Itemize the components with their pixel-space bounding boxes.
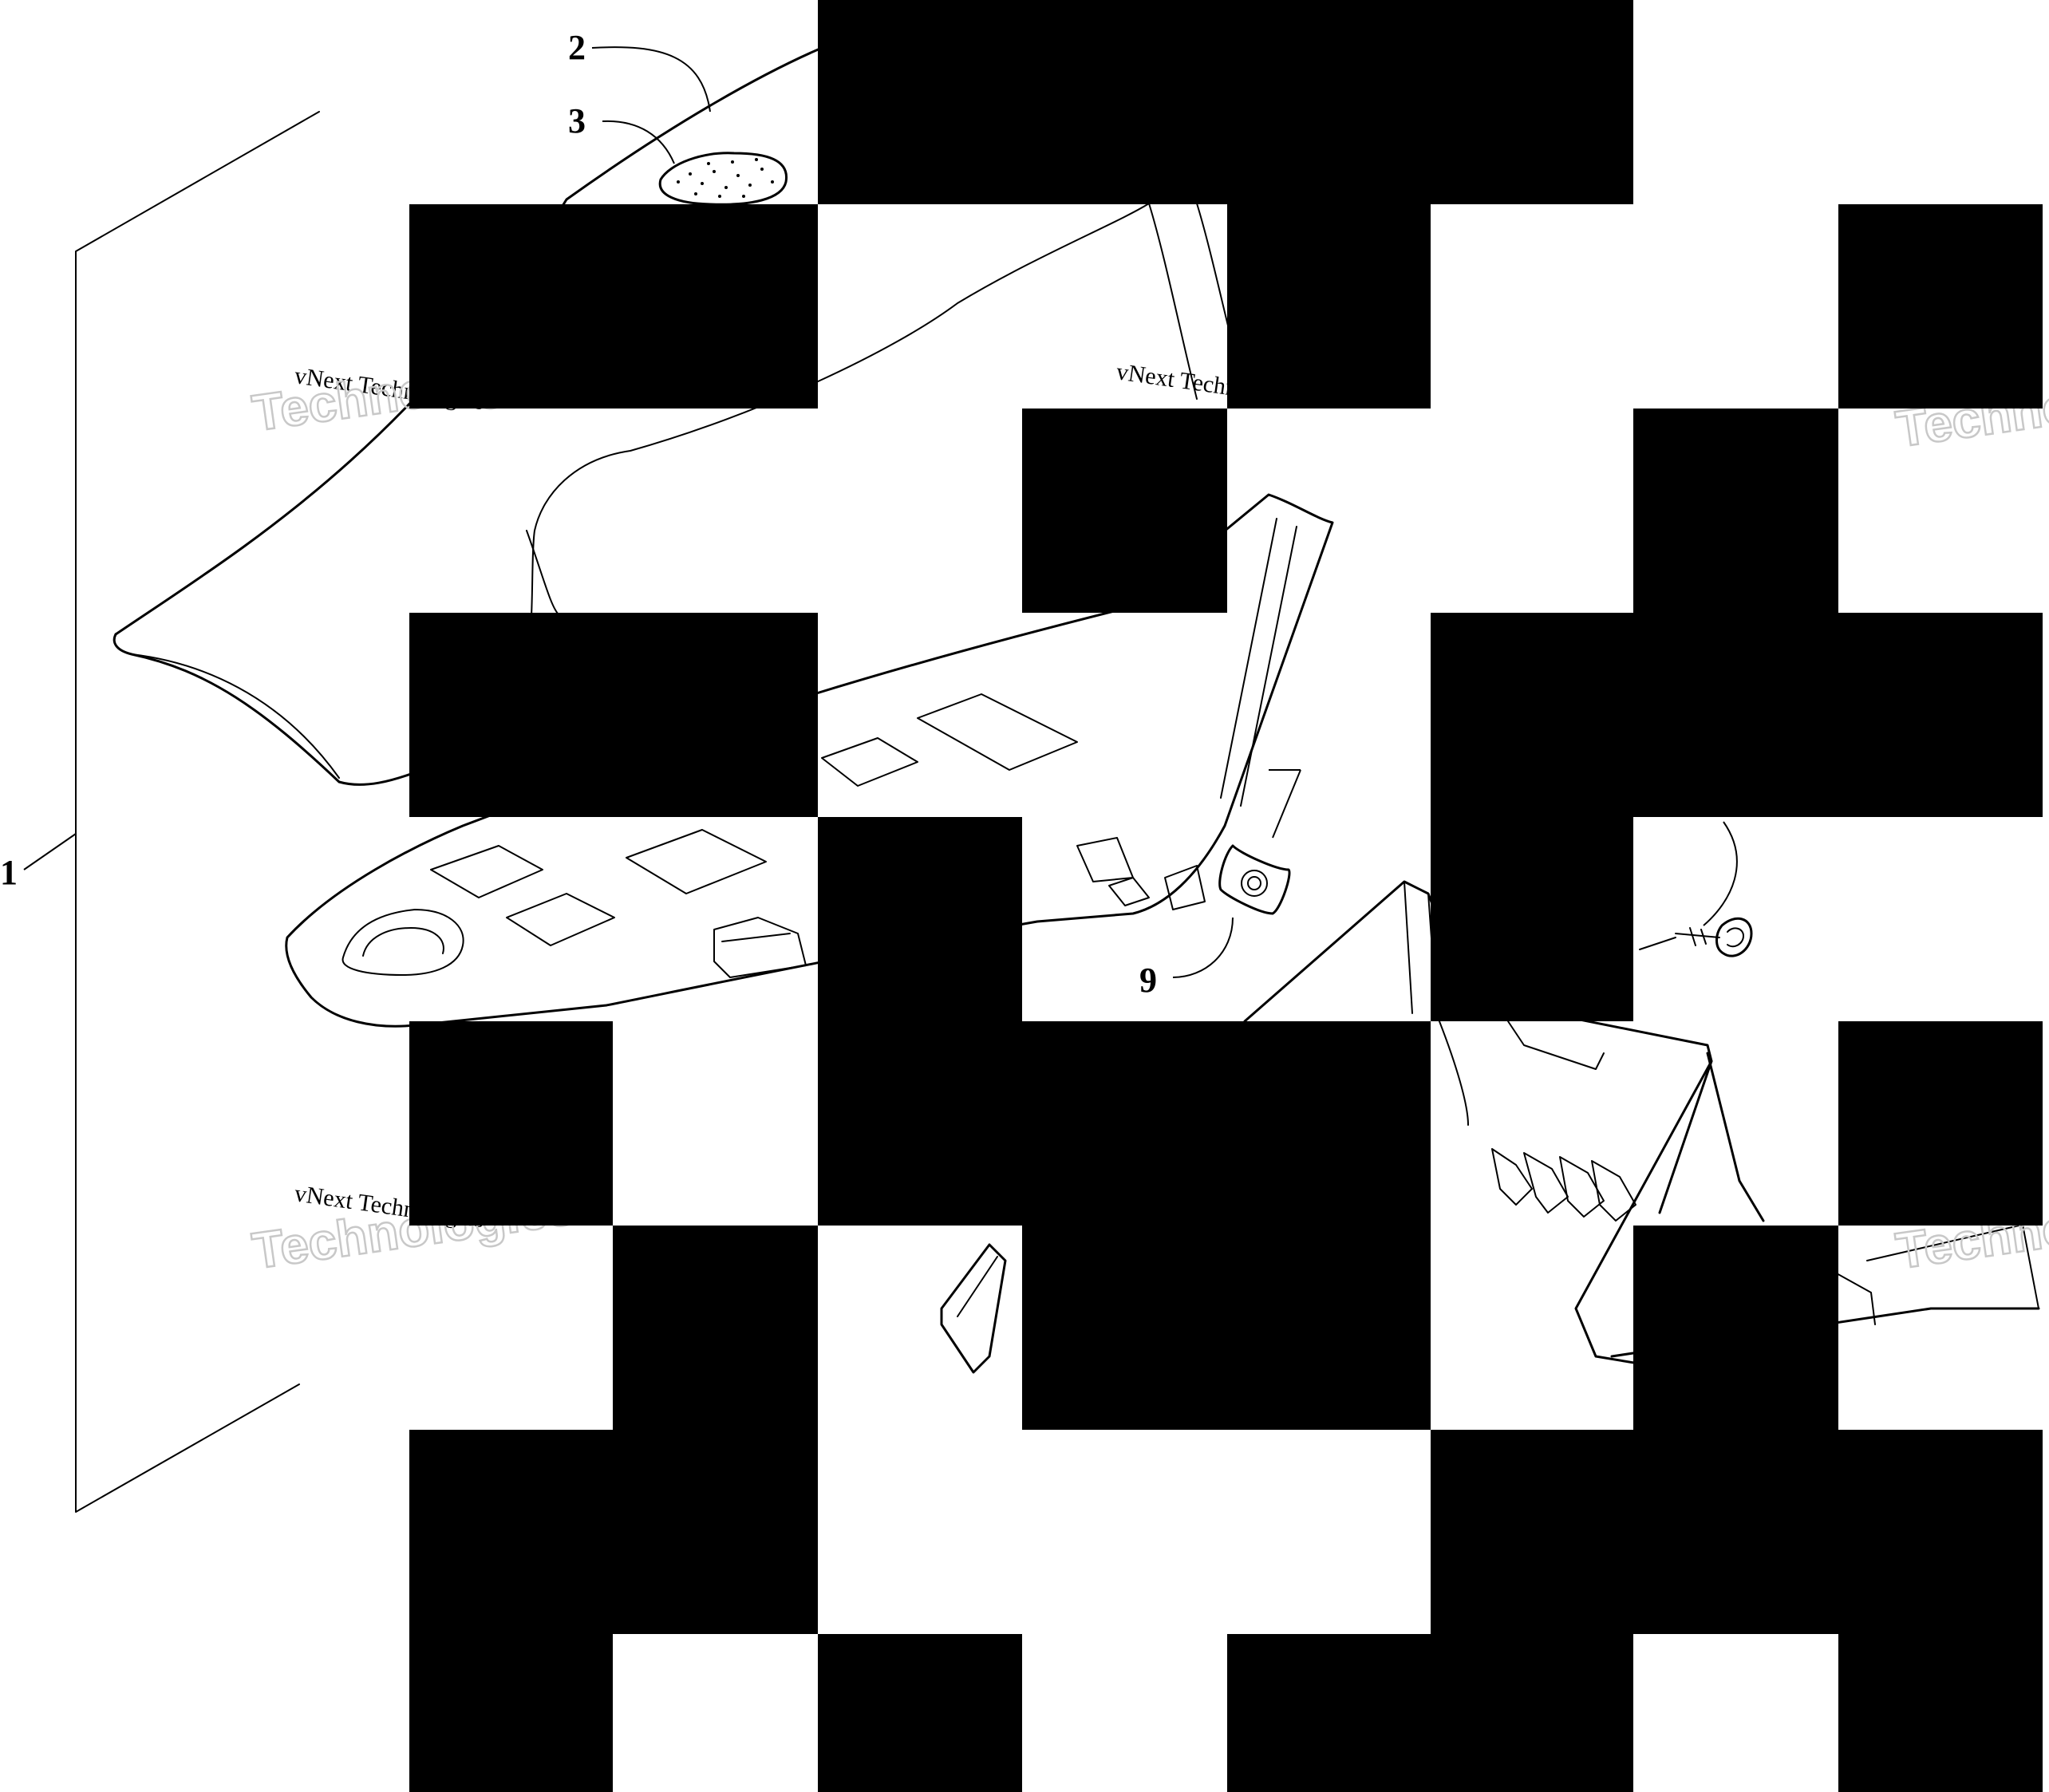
redaction-block — [613, 1226, 818, 1430]
redaction-block — [1431, 613, 2043, 817]
redaction-block — [1022, 1226, 1431, 1430]
redaction-block — [1838, 1634, 2043, 1792]
callout-labels: 2 3 1 9 — [0, 28, 1157, 1000]
redaction-block — [409, 1021, 613, 1226]
redaction-block — [818, 0, 1633, 204]
redaction-block — [1431, 1430, 2043, 1634]
redaction-block — [818, 1634, 1022, 1792]
redaction-block — [409, 613, 818, 817]
callout-label-2: 2 — [568, 28, 586, 67]
redaction-blocks — [409, 0, 2043, 1792]
redaction-block — [409, 1634, 613, 1792]
redaction-block — [1227, 204, 1431, 409]
redaction-block — [1633, 1226, 1838, 1430]
redaction-block — [1227, 1634, 1633, 1792]
redaction-block — [818, 1021, 1431, 1226]
redaction-block — [1633, 409, 1838, 613]
foam-pad — [658, 152, 788, 206]
storage-tray — [940, 880, 2040, 1374]
callout-label-1: 1 — [0, 853, 18, 892]
redaction-block — [409, 1430, 818, 1634]
leader-lines — [23, 46, 1234, 978]
redaction-block — [1838, 204, 2043, 409]
redaction-block — [409, 204, 818, 409]
knob-fastener — [1639, 821, 1753, 957]
redaction-block — [1838, 1021, 2043, 1226]
redaction-block — [818, 817, 1022, 1021]
redaction-block — [1022, 409, 1227, 613]
callout-label-9: 9 — [1139, 961, 1157, 1000]
redaction-block — [1431, 817, 1633, 1021]
assembly-bracket — [75, 111, 320, 1513]
callout-label-3: 3 — [568, 101, 586, 140]
latch-clip — [1218, 769, 1301, 915]
